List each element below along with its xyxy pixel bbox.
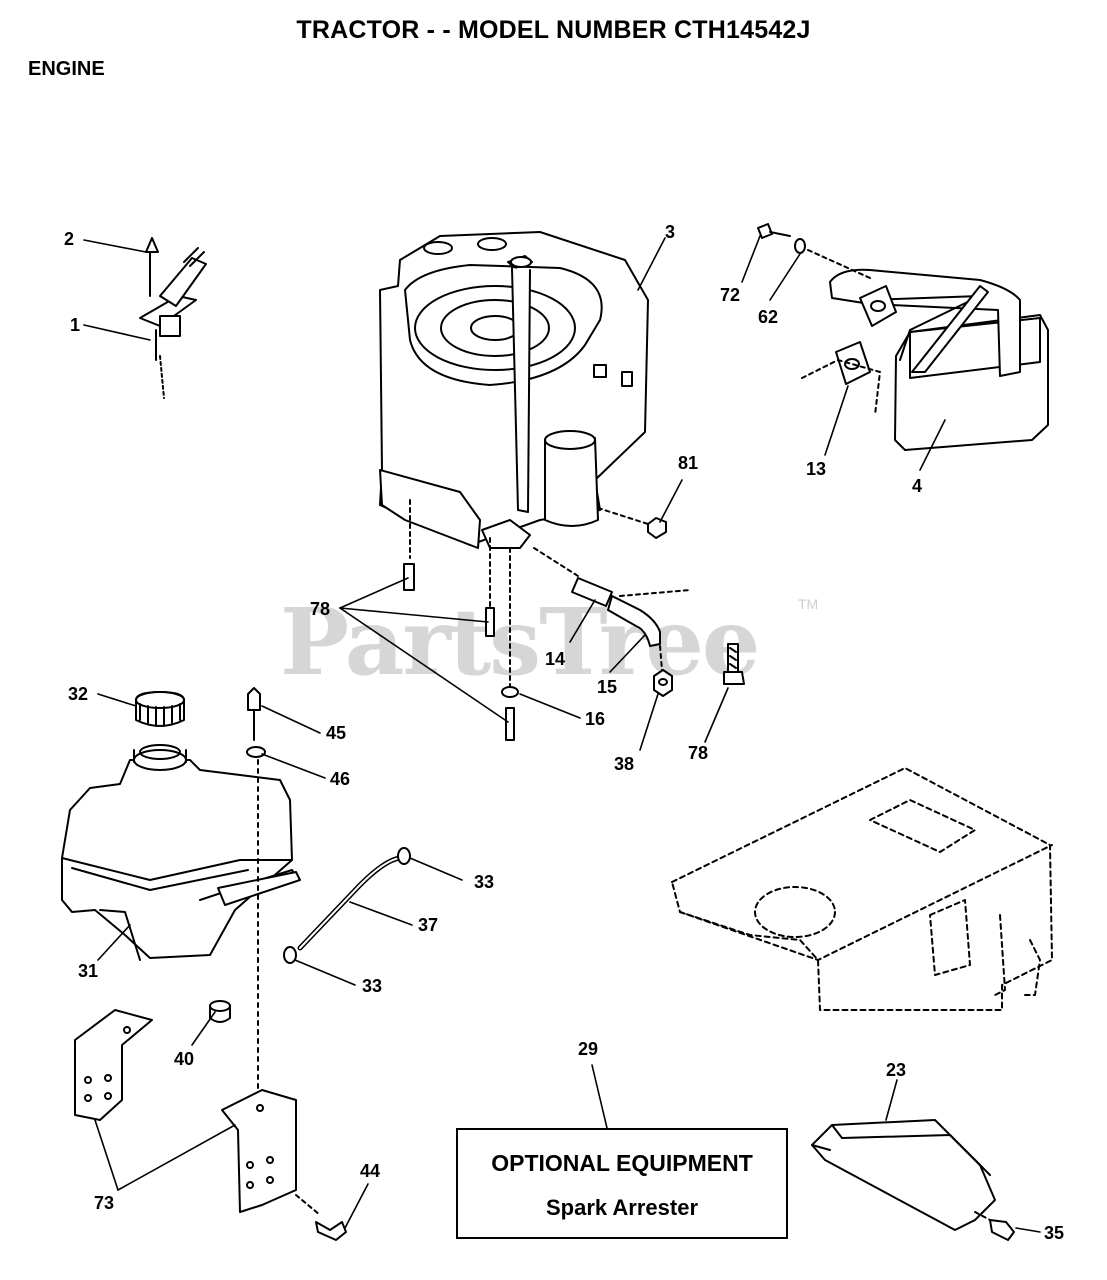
callout-32: 32	[68, 684, 89, 704]
leader-lines	[83, 235, 1041, 1233]
callout-4: 4	[912, 476, 923, 496]
callout-1: 1	[70, 315, 81, 335]
callout-78-engine-bolts: 78	[310, 599, 331, 619]
callout-16: 16	[585, 709, 606, 729]
fuel-tank-part	[61, 687, 301, 1111]
throttle-control-part	[139, 237, 207, 399]
callout-38: 38	[614, 754, 635, 774]
callout-46: 46	[330, 769, 351, 789]
bracket-part	[74, 1009, 347, 1241]
fuel-line-part	[403, 507, 745, 741]
hose-clamp-part	[283, 847, 411, 964]
callout-62: 62	[758, 307, 779, 327]
callout-15: 15	[597, 677, 618, 697]
optional-equipment-item: Spark Arrester	[545, 1195, 699, 1220]
callout-72: 72	[720, 285, 741, 305]
callout-23: 23	[886, 1060, 907, 1080]
callout-33-upper: 33	[474, 872, 495, 892]
optional-equipment-title: OPTIONAL EQUIPMENT	[491, 1150, 753, 1176]
callout-29: 29	[578, 1039, 599, 1059]
callout-2: 2	[64, 229, 75, 249]
diagram-title: TRACTOR - - MODEL NUMBER CTH14542J	[296, 16, 811, 44]
heat-shield-part	[811, 1119, 1015, 1241]
engine-part	[379, 231, 649, 619]
callout-31: 31	[78, 961, 99, 981]
callout-73: 73	[94, 1193, 115, 1213]
callout-35: 35	[1044, 1223, 1065, 1243]
watermark: PartsTree	[280, 588, 760, 696]
callout-3: 3	[665, 222, 676, 242]
callout-37: 37	[418, 915, 439, 935]
callout-40: 40	[174, 1049, 195, 1069]
callout-78-hex-bolt: 78	[688, 743, 709, 763]
frame-part	[671, 767, 1053, 1011]
callout-33-lower: 33	[362, 976, 383, 996]
callout-45: 45	[326, 723, 347, 743]
callout-13: 13	[806, 459, 827, 479]
optional-equipment-box: OPTIONAL EQUIPMENT Spark Arrester	[456, 1128, 788, 1239]
callout-81: 81	[678, 453, 699, 473]
muffler-part	[757, 223, 1049, 451]
callout-14: 14	[545, 649, 566, 669]
watermark-trademark: TM	[798, 596, 819, 612]
section-label: ENGINE	[28, 58, 105, 80]
callout-44: 44	[360, 1161, 381, 1181]
